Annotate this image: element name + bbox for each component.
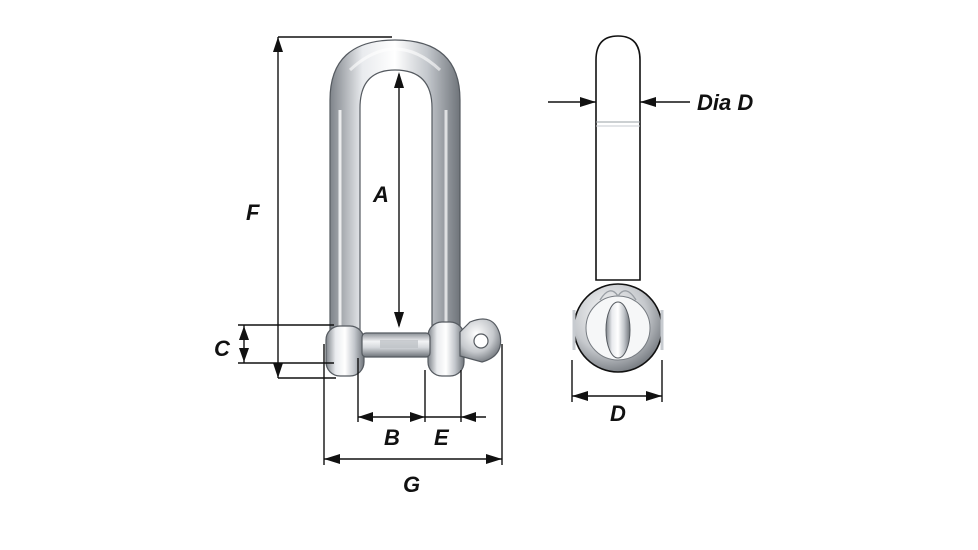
dimension-lines: [238, 36, 690, 465]
label-g: G: [403, 472, 420, 497]
shackle-right-eye: [427, 321, 465, 377]
label-e: E: [434, 425, 450, 450]
label-f: F: [246, 200, 260, 225]
label-d: D: [610, 401, 626, 426]
label-dia-d: Dia D: [697, 90, 753, 115]
shackle-pin-hole: [473, 333, 489, 349]
shackle-side-view: [572, 35, 664, 373]
shackle-front-view: [325, 39, 502, 377]
shackle-side-bow: [595, 35, 641, 281]
label-a: A: [372, 182, 389, 207]
label-c: C: [214, 336, 231, 361]
label-b: B: [384, 425, 400, 450]
